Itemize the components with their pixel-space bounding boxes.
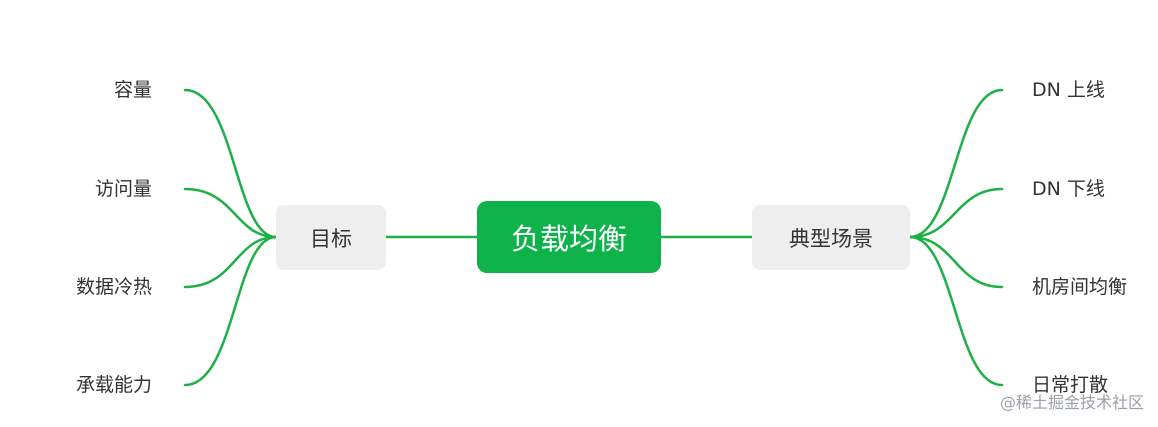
right-connector-3: [908, 235, 1004, 289]
root-label: 负载均衡: [510, 222, 627, 256]
left-connector-4: [183, 235, 278, 387]
leaf-load-capacity[interactable]: 承载能力: [75, 374, 152, 396]
right-connector-1: [908, 88, 1004, 239]
branch-label-goals: 目标: [310, 226, 352, 251]
left-connector-1: [183, 88, 278, 239]
watermark: @稀土掘金技术社区: [999, 393, 1144, 412]
leaf-hot-cold-data[interactable]: 数据冷热: [75, 276, 152, 298]
branch-node-goals[interactable]: 目标: [276, 205, 386, 270]
root-node[interactable]: 负载均衡: [477, 201, 661, 273]
right-connector-2: [908, 187, 1004, 239]
leaf-cross-room-balance[interactable]: 机房间均衡: [1032, 276, 1128, 298]
left-connector-2: [183, 187, 278, 239]
leaf-dn-offline[interactable]: DN 下线: [1032, 178, 1105, 200]
leaf-daily-shuffle[interactable]: 日常打散: [1032, 374, 1109, 396]
branch-label-scenarios: 典型场景: [789, 226, 873, 251]
leaf-access-volume[interactable]: 访问量: [94, 178, 152, 200]
left-connector-3: [183, 235, 278, 289]
right-connector-4: [908, 235, 1004, 387]
leaf-dn-online[interactable]: DN 上线: [1032, 79, 1105, 101]
branch-node-scenarios[interactable]: 典型场景: [752, 205, 910, 270]
leaf-capacity[interactable]: 容量: [113, 79, 152, 101]
